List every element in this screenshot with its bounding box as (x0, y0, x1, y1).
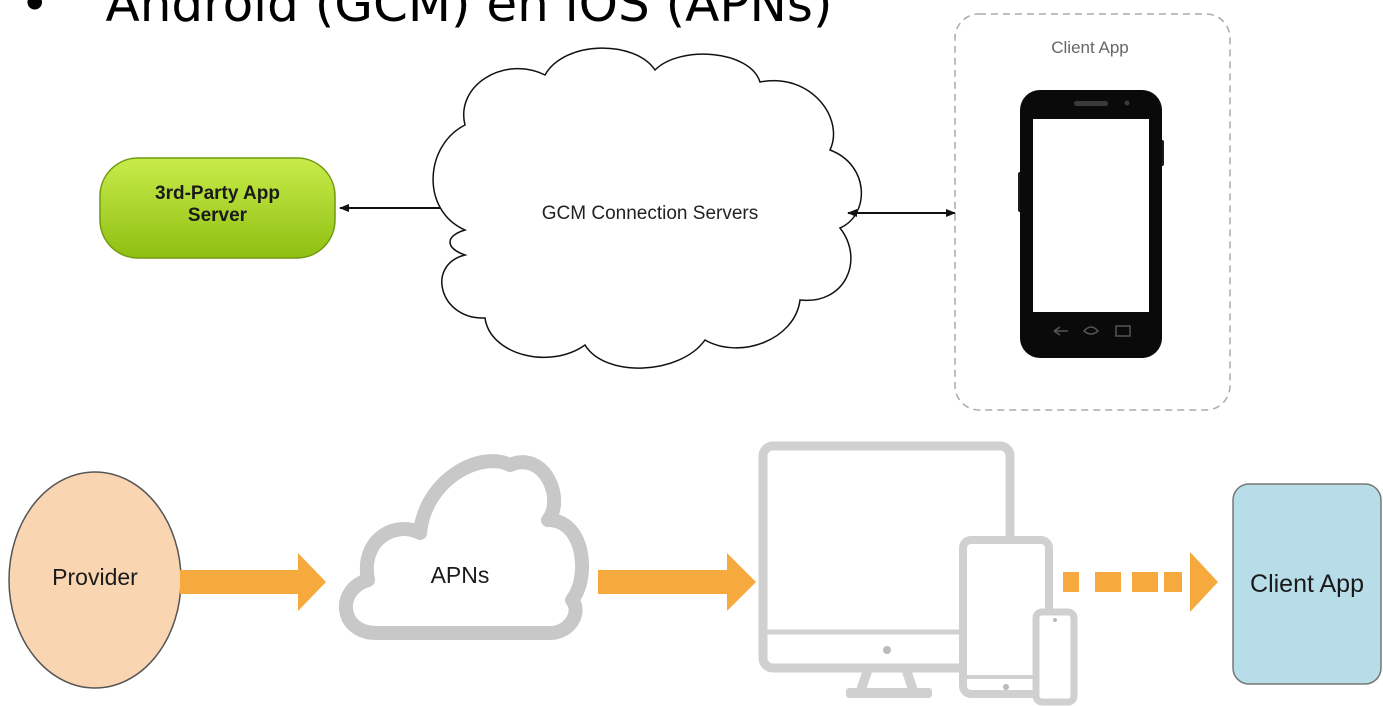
client-app-box (954, 13, 1231, 411)
title-bullet: • (20, 0, 50, 33)
title-text: Android (GCM) en iOS (APNs) (105, 0, 833, 33)
apple-devices-icon (758, 441, 1078, 706)
apns-devices-arrow (598, 553, 756, 611)
provider-apns-arrow (180, 553, 326, 611)
provider-label: Provider (52, 564, 138, 590)
devices-client-arrow (1063, 552, 1218, 612)
slide-title: • Android (GCM) en iOS (APNs) (20, 0, 832, 34)
android-phone-icon (1018, 90, 1164, 358)
client-app-node (1232, 483, 1382, 685)
app-server-node (99, 157, 336, 259)
apns-label: APNs (430, 562, 490, 588)
apns-cloud (338, 454, 589, 640)
client-app-box-label: Client App (1051, 38, 1129, 57)
app-server-label: 3rd-Party App Server (155, 183, 280, 226)
client-app-label: Client App (1250, 570, 1364, 598)
gcm-connection-servers-label: GCM Connection Servers (541, 203, 759, 224)
